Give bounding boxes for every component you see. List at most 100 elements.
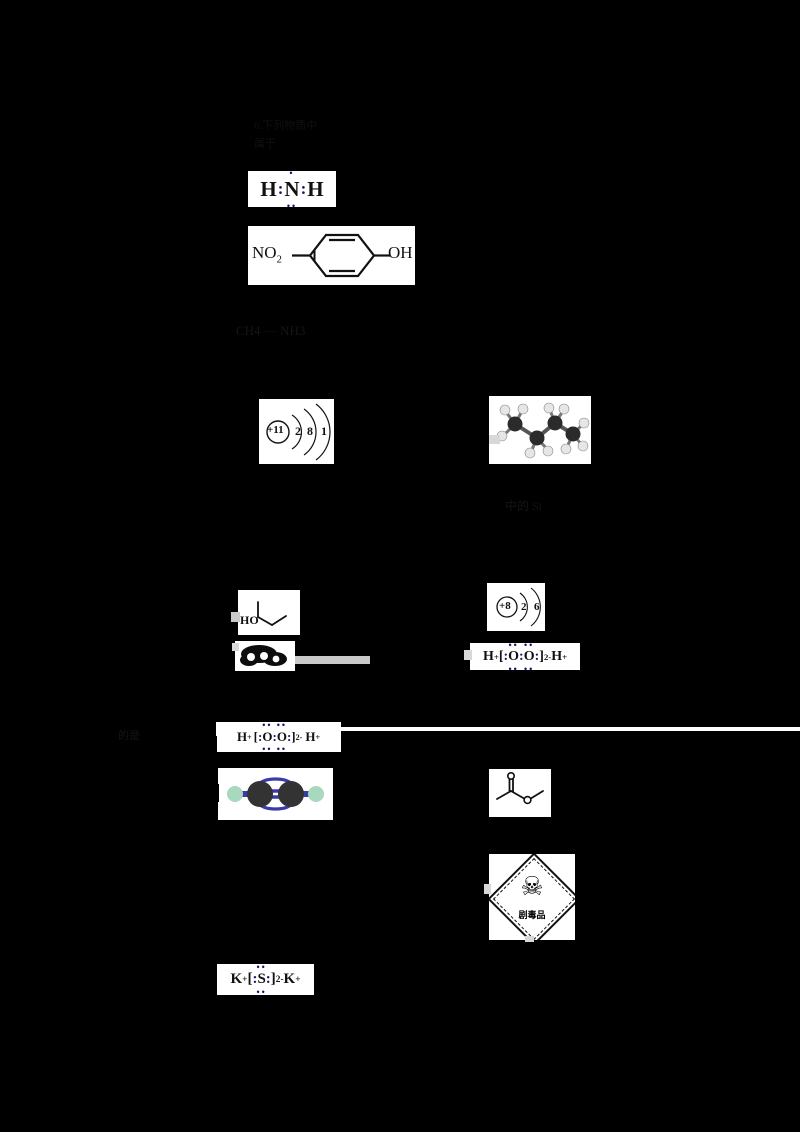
faint-equation: CH4 — NH3 (236, 320, 336, 342)
ks-s-dots-bot: •• (256, 987, 267, 996)
spacefill-svg (235, 641, 295, 671)
ks-k-left: K (230, 971, 243, 987)
peroxide2-colon-1: : (258, 729, 263, 744)
bracket-open-2: [ (253, 729, 258, 744)
bohr-oxygen-shell-2: 6 (534, 601, 540, 613)
hazard-label: 剧毒品 (518, 911, 546, 922)
peroxide-o1-dots-top: •• (508, 643, 519, 650)
ks-bracket-close: ] (270, 971, 276, 987)
faint-text-right: 中的 Si (505, 497, 585, 521)
bohr-oxygen-svg (496, 587, 541, 627)
bracket-close: ] (539, 648, 544, 664)
bohr-model-oxygen: +8 2 6 (487, 583, 545, 631)
faint-text-top: 6.下列物质中 属于 (252, 118, 332, 156)
ks-colon-2: : (265, 971, 271, 987)
peroxide2-o2: O (276, 729, 287, 744)
faint-marker-2 (241, 255, 248, 273)
ks-k-left-charge: + (242, 974, 248, 985)
peroxide-colon-1: : (503, 648, 509, 664)
bohr-shell-2: 8 (307, 424, 313, 438)
peroxide2-colon-2: : (272, 729, 277, 744)
ks-sulfur: S (257, 971, 266, 987)
peroxide-h-left: H (482, 648, 494, 664)
spacefill-dark-model (235, 641, 295, 671)
scan-artifact-bar-1 (295, 656, 370, 664)
peroxide-charge: 2- (543, 651, 552, 662)
peroxide-h-right: H (551, 648, 563, 664)
ester-skeletal-structure (489, 769, 551, 817)
peroxide2-h-right-charge: + (315, 732, 321, 742)
peroxide-colon-2: : (519, 648, 524, 664)
acetylene-ball-stick-model (218, 768, 333, 820)
peroxide-o1-dots-bot: •• (508, 663, 519, 670)
ks-s-dots-top: •• (256, 964, 267, 972)
bohr-oxygen-shell-1: 2 (521, 601, 527, 613)
scan-artifact-2 (231, 612, 240, 622)
alcohol-svg (238, 590, 300, 635)
peroxide2-charge: 2- (295, 732, 303, 742)
peroxide-o2: O (523, 648, 535, 664)
nitro-group-label: NO2 (252, 243, 282, 266)
peroxide2-h-right: H (305, 729, 316, 744)
bohr-sodium-svg (266, 403, 331, 461)
toxic-hazard-placard: ☠ 剧毒品 (489, 854, 575, 940)
ks-bracket-open: [ (247, 971, 253, 987)
peroxide2-o2-dots-bot: •• (276, 744, 288, 753)
lewis-h-left: H (260, 176, 277, 201)
hydroxyl-label-alcohol: HO (240, 613, 259, 627)
alkane-model-svg (489, 396, 591, 464)
bohr-oxygen-charge: +8 (499, 600, 511, 612)
peroxide-o1: O (508, 648, 520, 664)
peroxide2-o1-dots-top: •• (262, 722, 273, 730)
lewis-h-right: H (307, 176, 324, 201)
peroxide2-colon-3: : (286, 729, 292, 744)
scan-artifact-4 (464, 650, 472, 660)
scan-artifact-6 (525, 936, 534, 942)
peroxide-h-left-charge: + (493, 651, 499, 662)
ester-svg (489, 769, 551, 817)
faint-marker-3 (210, 736, 217, 754)
lewis-lone-pair-bottom: •• (286, 200, 298, 207)
peroxide2-o2-dots-top: •• (276, 722, 288, 730)
peroxide-o2-dots-bot: •• (524, 663, 535, 670)
faint-marker-4 (212, 784, 219, 802)
lewis-n-center: N (284, 176, 300, 201)
bracket-close-2: ] (291, 729, 296, 744)
ammonia-lewis-structure: H : • N •• : H (248, 171, 336, 207)
ks-charge: 2- (275, 974, 284, 985)
bohr-shell-1: 2 (295, 424, 301, 438)
bohr-model-sodium: +11 2 8 1 (259, 399, 334, 464)
potassium-sulfide-lewis: K+ [ : •• S •• : ]2- K+ (217, 964, 314, 995)
skull-crossbones-icon: ☠ (520, 871, 544, 901)
faint-marker-1 (241, 190, 248, 206)
ks-k-right-charge: + (295, 974, 301, 985)
peroxide-colon-3: : (534, 648, 540, 664)
peroxide2-h-left: H (236, 729, 248, 744)
bracket-open: [ (498, 648, 504, 664)
faint-text-left-mid: 的是 (118, 728, 178, 750)
peroxide2-o1-dots-bot: •• (262, 744, 273, 753)
acetylene-svg (218, 768, 333, 820)
hydroxyl-label: OH (388, 243, 413, 262)
scan-artifact-3 (232, 643, 239, 651)
peroxide2-h-left-charge: + (247, 732, 252, 742)
nitro-subscript: 2 (276, 254, 282, 266)
alcohol-skeletal-structure: HO (238, 590, 300, 635)
ks-colon-1: : (252, 971, 258, 987)
scan-artifact-1 (489, 435, 500, 444)
hydrogen-peroxide-lewis-2: H+ [ : •• O •• : •• O •• : ]2- H+ (216, 722, 341, 752)
benzene-ring-svg (292, 233, 390, 278)
bohr-nucleus-charge: +11 (267, 424, 284, 436)
peroxide2-o1: O (262, 729, 273, 744)
hydrogen-peroxide-lewis-1: H+ [ : •• O •• : •• O •• : ]2- H+ (470, 643, 580, 670)
lewis-lone-pair-top: • (289, 171, 295, 178)
nitrophenol-structure: NO2 OH (248, 226, 415, 285)
ball-stick-alkane-model (489, 396, 591, 464)
scan-bar-top (330, 727, 800, 731)
lewis-colon-left: : (277, 179, 284, 198)
peroxide-o2-dots-top: •• (524, 643, 535, 650)
lewis-colon-right: : (300, 179, 307, 198)
scan-artifact-5 (484, 884, 491, 894)
peroxide-h-right-charge: + (562, 651, 568, 662)
